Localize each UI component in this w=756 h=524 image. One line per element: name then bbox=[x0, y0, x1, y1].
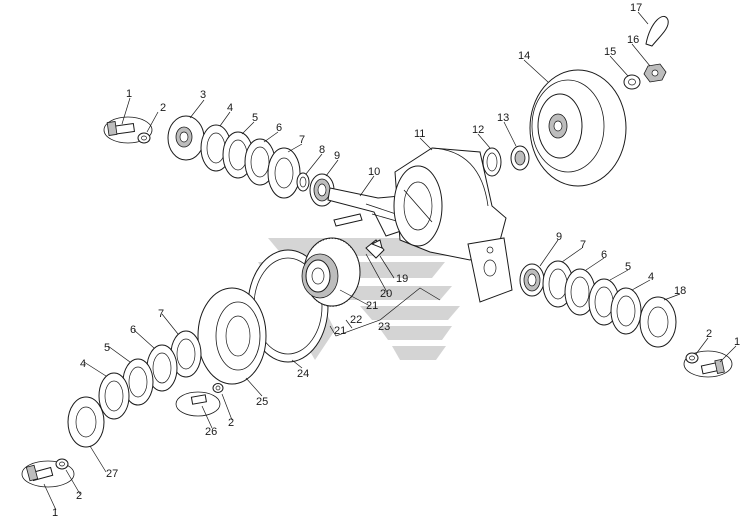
label-6b: 6 bbox=[601, 249, 607, 261]
ring-part-8 bbox=[296, 172, 310, 192]
bolt-part-1c bbox=[25, 464, 54, 482]
label-11: 11 bbox=[414, 128, 425, 140]
label-21b: 21 bbox=[334, 325, 346, 337]
label-2a: 2 bbox=[160, 102, 166, 114]
label-4a: 4 bbox=[227, 102, 233, 114]
label-25: 25 bbox=[256, 396, 268, 408]
label-1c: 1 bbox=[52, 507, 58, 519]
label-13: 13 bbox=[497, 112, 509, 124]
shim-part-6c bbox=[146, 344, 178, 392]
label-15: 15 bbox=[604, 46, 616, 58]
part-number-labels: 1 2 3 4 5 6 7 8 9 10 11 12 13 14 15 16 1… bbox=[52, 2, 740, 519]
cover-part-25 bbox=[197, 287, 267, 385]
label-6c: 6 bbox=[130, 324, 136, 336]
pulley-part-14 bbox=[529, 69, 627, 187]
label-12: 12 bbox=[472, 124, 484, 136]
lower-left-assembly bbox=[21, 287, 267, 488]
ring-part-12 bbox=[482, 147, 502, 177]
label-27: 27 bbox=[106, 468, 118, 480]
label-24: 24 bbox=[297, 368, 309, 380]
label-26: 26 bbox=[205, 426, 217, 438]
center-gear-group bbox=[247, 237, 441, 363]
label-14: 14 bbox=[518, 50, 530, 62]
label-1b: 1 bbox=[734, 336, 740, 348]
shim-part-6a bbox=[244, 138, 276, 186]
washer-part-2a bbox=[137, 132, 151, 144]
label-2b: 2 bbox=[706, 328, 712, 340]
label-18: 18 bbox=[674, 285, 686, 297]
gasket-part-4b bbox=[610, 287, 642, 335]
label-8: 8 bbox=[319, 144, 325, 156]
right-assembly bbox=[519, 260, 733, 378]
housing-part-11 bbox=[393, 147, 513, 303]
label-21a: 21 bbox=[366, 300, 378, 312]
shim-part-6b bbox=[564, 268, 596, 316]
label-10: 10 bbox=[368, 166, 380, 178]
bolt-part-1a bbox=[106, 121, 136, 136]
label-2d: 2 bbox=[76, 490, 82, 502]
label-7c: 7 bbox=[158, 308, 164, 320]
label-6a: 6 bbox=[276, 122, 282, 134]
leader-lines bbox=[43, 11, 737, 511]
bolt-part-26 bbox=[190, 394, 207, 405]
label-3: 3 bbox=[200, 89, 206, 101]
flange-part-3 bbox=[167, 115, 205, 161]
label-9a: 9 bbox=[334, 150, 340, 162]
label-2c: 2 bbox=[228, 417, 234, 429]
label-22: 22 bbox=[350, 314, 362, 326]
nut-part-16 bbox=[643, 63, 667, 83]
gear-part-22 bbox=[301, 237, 361, 307]
bushing-part-13 bbox=[510, 145, 530, 171]
label-20: 20 bbox=[380, 288, 392, 300]
upper-left-assembly bbox=[103, 115, 335, 207]
mount-bracket bbox=[467, 237, 513, 303]
label-5b: 5 bbox=[625, 261, 631, 273]
label-17: 17 bbox=[630, 2, 642, 14]
upper-right-assembly bbox=[482, 15, 669, 187]
label-19: 19 bbox=[396, 273, 408, 285]
cover-part-7c bbox=[170, 330, 202, 378]
plug-part-19 bbox=[370, 239, 383, 249]
gasket-part-4c bbox=[98, 372, 130, 420]
label-9b: 9 bbox=[556, 231, 562, 243]
cover-part-7a bbox=[267, 147, 301, 199]
label-4b: 4 bbox=[648, 271, 654, 283]
flange-part-27 bbox=[67, 396, 105, 448]
label-7a: 7 bbox=[299, 134, 305, 146]
shim-part-5c bbox=[122, 358, 154, 406]
washer-part-2c bbox=[212, 383, 224, 393]
label-5a: 5 bbox=[252, 112, 258, 124]
label-7b: 7 bbox=[580, 239, 586, 251]
washer-part-2d bbox=[55, 458, 69, 470]
label-4c: 4 bbox=[80, 358, 86, 370]
washer-part-15 bbox=[623, 74, 641, 90]
bearing-part-9b bbox=[519, 263, 545, 297]
label-16: 16 bbox=[627, 34, 639, 46]
label-1a: 1 bbox=[126, 88, 132, 100]
washer-part-2b bbox=[685, 352, 699, 364]
label-23: 23 bbox=[378, 321, 390, 333]
bolt-part-1b bbox=[700, 358, 725, 375]
label-5c: 5 bbox=[104, 342, 110, 354]
flange-part-18 bbox=[639, 296, 677, 348]
cotter-pin-part-17 bbox=[645, 15, 669, 47]
